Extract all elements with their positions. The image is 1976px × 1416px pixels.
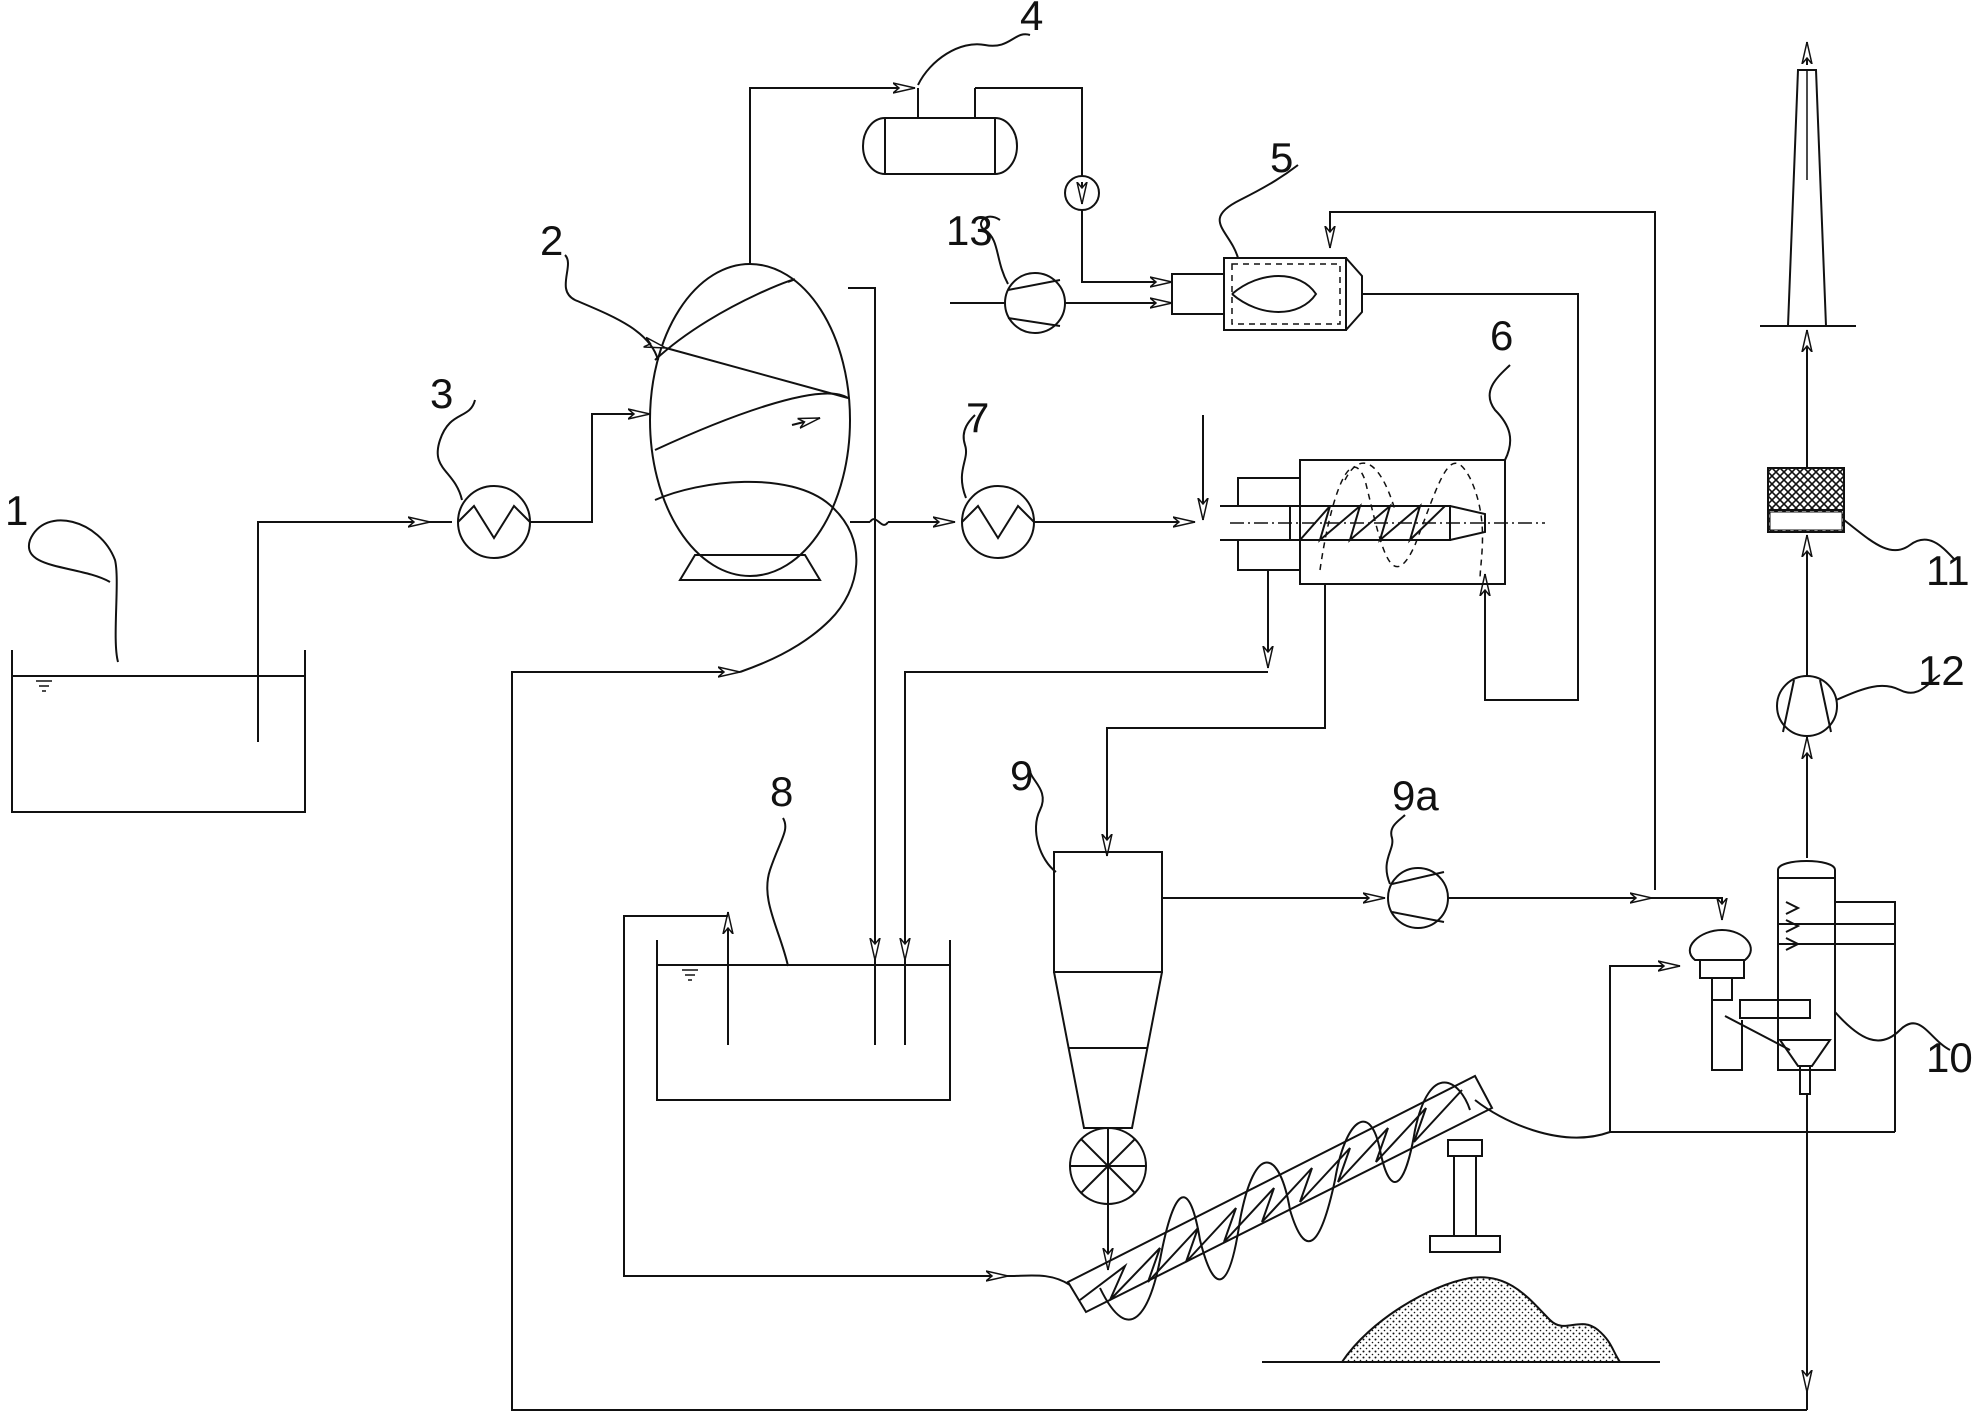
- label-2: 2: [540, 217, 563, 264]
- label-6: 6: [1490, 312, 1513, 359]
- pipe-tank2-to-tank8: [848, 287, 875, 960]
- pipe-fuel-to-burner5: [1081, 210, 1172, 282]
- pipe-tank-to-hx3: [257, 522, 430, 742]
- leader-8: [766, 817, 789, 967]
- pipe-to-scrubber-side: [1609, 966, 1680, 1132]
- pipe-dryer6-to-cyclone9: [1107, 584, 1326, 856]
- cyclone-9: [1053, 851, 1163, 1205]
- leader-7: [960, 414, 976, 499]
- leader-12: [1835, 674, 1941, 701]
- leader-10: [1834, 1011, 1951, 1051]
- fan-13: [1004, 272, 1066, 334]
- label-5: 5: [1270, 134, 1293, 181]
- leader-2: [564, 254, 659, 361]
- pipe-conveyor-to-scrubber: [1474, 1099, 1611, 1139]
- fan-12: [1776, 675, 1838, 737]
- leader-6: [1488, 364, 1512, 461]
- pipe-tank2-to-vessel4: [749, 88, 915, 264]
- scrubber-10: [1688, 860, 1836, 1095]
- leader-5: [1218, 164, 1299, 259]
- pipe-to-tank8-a: [905, 671, 1268, 960]
- pipe-return-to-tank2: [511, 672, 1807, 1411]
- vessel-4: [862, 88, 1018, 175]
- burner-5: [1171, 257, 1363, 331]
- leader-9: [1029, 769, 1057, 873]
- raw-tank-1: [11, 650, 306, 813]
- leader-1: [27, 519, 119, 663]
- label-3: 3: [430, 370, 453, 417]
- pipe-to-scrubber-head: [1652, 897, 1722, 920]
- label-7: 7: [966, 394, 989, 441]
- chimney-stack: [1760, 42, 1856, 327]
- label-12: 12: [1918, 647, 1965, 694]
- product-pile: [1262, 1276, 1660, 1363]
- leader-13: [980, 215, 1009, 285]
- pipe-tank8-to-conveyor: [623, 915, 1008, 1276]
- pipe-vessel4-out: [975, 87, 1083, 176]
- collection-tank-8: [656, 940, 951, 1101]
- leader-3: [436, 399, 476, 501]
- heat-exchanger-3: [457, 485, 531, 559]
- fan-9a: [1387, 867, 1449, 929]
- leader-11: [1843, 519, 1956, 561]
- pipe-return-to-burner5: [1330, 211, 1656, 890]
- screw-dryer-6: [1220, 459, 1545, 585]
- spiral-tank-2: [650, 263, 858, 673]
- label-13: 13: [946, 207, 993, 254]
- pipe-scrubber-loop-right: [1835, 901, 1896, 1132]
- label-8: 8: [770, 768, 793, 815]
- label-11: 11: [1926, 547, 1970, 594]
- screw-conveyor: [1066, 1074, 1501, 1321]
- label-10: 10: [1926, 1034, 1973, 1081]
- label-4: 4: [1020, 0, 1043, 39]
- leader-4: [917, 33, 1031, 86]
- filter-11: [1767, 467, 1845, 533]
- label-1: 1: [5, 487, 28, 534]
- pipe-hx3-to-tank2: [530, 414, 650, 523]
- heat-exchanger-7: [961, 485, 1035, 559]
- label-9: 9: [1010, 752, 1033, 799]
- label-9a: 9a: [1392, 772, 1439, 819]
- leader-9a: [1385, 814, 1406, 885]
- pipe-burner5-to-dryer6: [1362, 293, 1579, 701]
